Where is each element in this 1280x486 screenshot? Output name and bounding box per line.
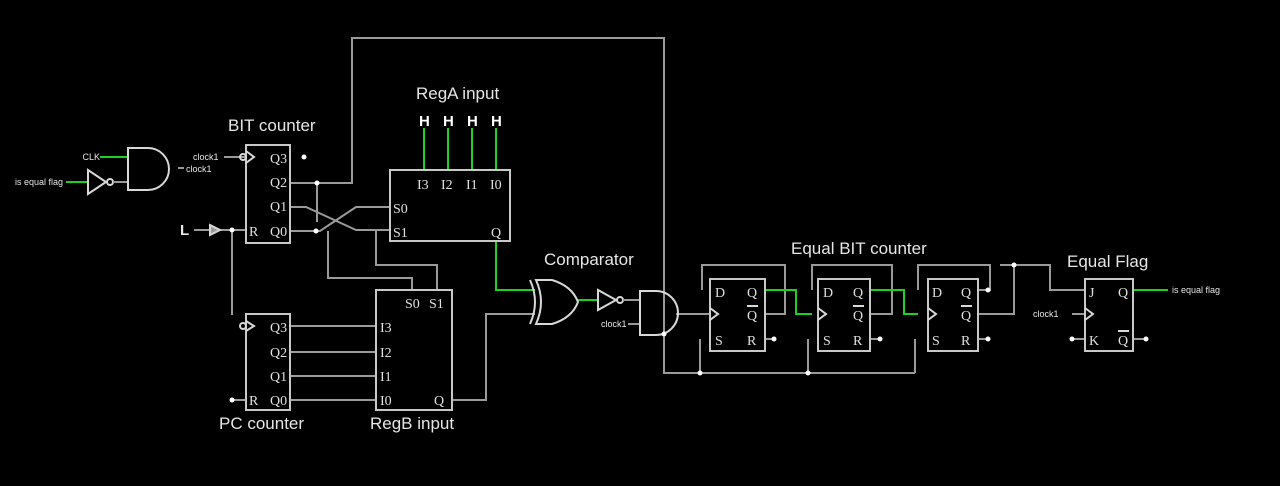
and-gate-1 — [127, 147, 170, 191]
xor-gate-back-curve — [529, 279, 536, 325]
pc-counter-q0: Q0 — [270, 394, 287, 409]
rega-s0: S0 — [393, 202, 408, 217]
reset-level-label: L — [180, 222, 189, 239]
bit-counter-q1: Q1 — [270, 200, 287, 215]
not-gate-1-bubble — [106, 178, 114, 186]
rega-i3: I3 — [417, 178, 429, 193]
dff-3-d: D — [932, 286, 942, 301]
dff-3-q: Q — [961, 286, 971, 301]
regb-q: Q — [434, 394, 444, 409]
rega-high-2: H — [443, 113, 454, 130]
dff-1-s: S — [715, 334, 723, 349]
not-gate-2 — [597, 288, 619, 312]
equal-bit-counter-title: Equal BIT counter — [791, 239, 927, 258]
pc-counter-q2: Q2 — [270, 346, 287, 361]
dff-2-s: S — [823, 334, 831, 349]
bit-counter: BIT counter Q3 Q2 Q1 Q0 R L — [180, 116, 316, 244]
pc-counter-title: PC counter — [219, 414, 304, 433]
not-gate-1 — [87, 168, 108, 196]
clock1-comparator-label: clock1 — [601, 319, 627, 329]
jk-flipflop — [1084, 278, 1134, 352]
regb-i3: I3 — [380, 321, 392, 336]
dff-1 — [709, 278, 766, 352]
pc-counter-q1: Q1 — [270, 370, 287, 385]
regb-i1: I1 — [380, 370, 392, 385]
bit-counter-reset: R — [249, 225, 259, 240]
dff-2-r: R — [853, 334, 863, 349]
clk-label: CLK — [82, 152, 100, 162]
regb-s1: S1 — [429, 297, 444, 312]
comparator-title: Comparator — [544, 250, 634, 269]
pc-counter: Q3 Q2 Q1 Q0 R PC counter — [219, 313, 304, 433]
rega-input: RegA input H H H H I3 I2 I1 I0 S0 S1 Q — [389, 84, 511, 242]
is-equal-flag-input-label: is equal flag — [15, 177, 63, 187]
and-gate-2 — [639, 290, 679, 336]
equal-flag-title: Equal Flag — [1067, 252, 1148, 271]
rega-input-title: RegA input — [416, 84, 499, 103]
regb-s0: S0 — [405, 297, 420, 312]
wires — [178, 37, 1146, 401]
pc-counter-reset: R — [249, 394, 259, 409]
junction-dots — [229, 154, 1149, 403]
rega-input-box — [389, 169, 511, 242]
comparator: Comparator clock1 — [529, 250, 679, 336]
pc-counter-box — [245, 313, 291, 411]
rega-i1: I1 — [466, 178, 478, 193]
dff-3-s: S — [932, 334, 940, 349]
jk-q: Q — [1118, 286, 1128, 301]
rega-s1: S1 — [393, 226, 408, 241]
regb-input-title: RegB input — [370, 414, 454, 433]
dff-1-d: D — [715, 286, 725, 301]
dff-1-q: Q — [747, 286, 757, 301]
bit-counter-clock-triangle — [245, 150, 256, 164]
regb-i2: I2 — [380, 346, 392, 361]
clock1-bit-counter-label: clock1 — [193, 152, 219, 162]
dff-2 — [817, 278, 871, 352]
dff-2-d: D — [823, 286, 833, 301]
is-equal-flag-output-label: is equal flag — [1172, 285, 1220, 295]
bit-counter-title: BIT counter — [228, 116, 316, 135]
rega-high-1: H — [467, 113, 478, 130]
regb-i0: I0 — [380, 394, 392, 409]
bit-counter-q0: Q0 — [270, 225, 287, 240]
jk-k: K — [1089, 334, 1099, 349]
rega-high-0: H — [491, 113, 502, 130]
dff-3-qbar: Q — [961, 309, 971, 324]
bit-counter-q3: Q3 — [270, 152, 287, 167]
xor-gate — [534, 279, 580, 325]
rega-i0: I0 — [490, 178, 502, 193]
rega-i2: I2 — [441, 178, 453, 193]
regb-input: S0 S1 I3 I2 I1 I0 Q RegB input — [370, 289, 454, 433]
rega-high-3: H — [419, 113, 430, 130]
clock1-output-label: clock1 — [186, 164, 212, 174]
bit-counter-q2: Q2 — [270, 176, 287, 191]
active-wires — [66, 128, 1168, 315]
dff-1-r: R — [747, 334, 757, 349]
jk-j: J — [1089, 286, 1095, 301]
dff-2-qbar: Q — [853, 309, 863, 324]
pc-counter-q3: Q3 — [270, 321, 287, 336]
bit-counter-box — [245, 144, 291, 244]
jk-qbar: Q — [1118, 334, 1128, 349]
rega-q: Q — [491, 226, 501, 241]
regb-input-box — [375, 289, 453, 411]
dff-1-qbar: Q — [747, 309, 757, 324]
dff-2-q: Q — [853, 286, 863, 301]
dff-3-r: R — [961, 334, 971, 349]
dff-3 — [927, 278, 979, 352]
clock-gating: CLK is equal flag clock1 clock1 — [15, 147, 219, 196]
equal-flag: Equal Flag J Q K Q clock1 is equal flag — [1033, 252, 1220, 352]
clock1-jk-label: clock1 — [1033, 309, 1059, 319]
equal-bit-counter: Equal BIT counter D Q Q S R D Q Q S R D … — [709, 239, 979, 352]
